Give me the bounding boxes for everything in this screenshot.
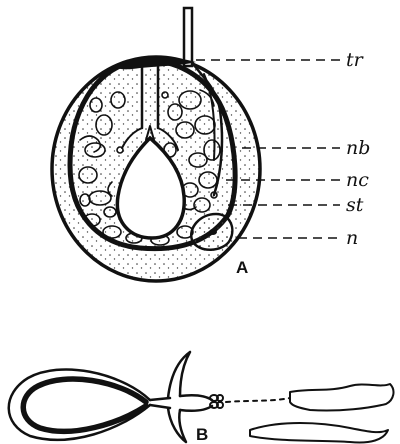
- barb-lower: [168, 408, 186, 442]
- barb-upper: [168, 352, 190, 398]
- label-st: st: [346, 194, 364, 216]
- label-nc: nc: [346, 169, 369, 191]
- label-tr: tr: [346, 49, 365, 71]
- everted-thread: [290, 384, 393, 411]
- label-nb: nb: [346, 137, 370, 159]
- label-n: n: [346, 227, 358, 249]
- panel-a-caption: A: [236, 258, 248, 277]
- dotted-tubule: [226, 398, 290, 402]
- trichocyst-tube: [184, 8, 192, 66]
- panel-b-discharged-nematocyst: B: [9, 352, 394, 444]
- panel-a-cell: A: [52, 8, 260, 281]
- panel-b-caption: B: [196, 425, 208, 444]
- trailing-thread: [250, 423, 388, 443]
